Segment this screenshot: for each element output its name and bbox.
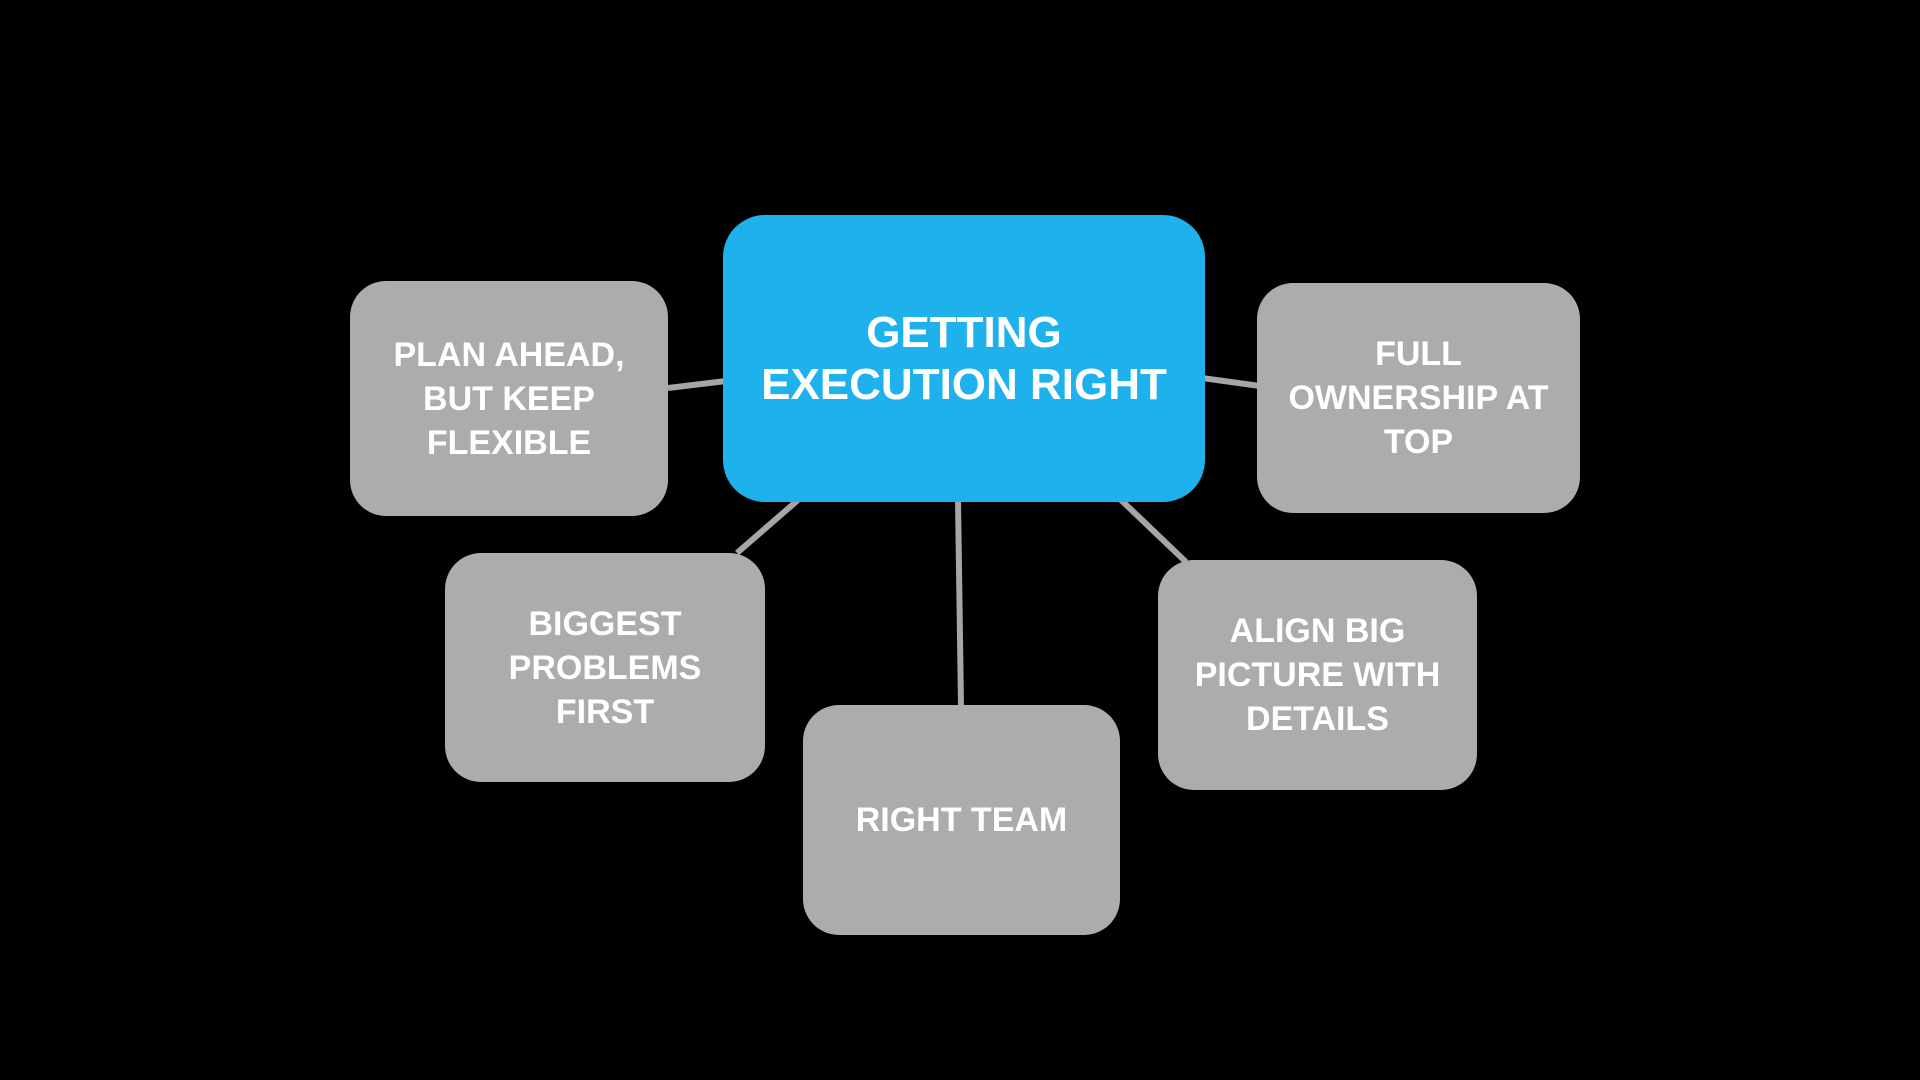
node-getting-execution-right[interactable]: GETTING EXECUTION RIGHT (723, 215, 1205, 502)
connector-center-align (1117, 496, 1189, 565)
node-label: PLAN AHEAD, BUT KEEP FLEXIBLE (393, 335, 625, 462)
node-label: RIGHT TEAM (855, 801, 1068, 839)
node-label: GETTING EXECUTION RIGHT (761, 307, 1167, 409)
node-biggest-problems-first[interactable]: BIGGEST PROBLEMS FIRST (445, 553, 765, 782)
node-plan-ahead-but-keep-flexible[interactable]: PLAN AHEAD, BUT KEEP FLEXIBLE (350, 281, 668, 516)
node-align-big-picture-with-details[interactable]: ALIGN BIG PICTURE WITH DETAILS (1158, 560, 1477, 790)
node-label: BIGGEST PROBLEMS FIRST (508, 604, 702, 731)
connector-center-biggest (735, 497, 800, 556)
node-label: FULL OWNERSHIP AT TOP (1288, 335, 1549, 461)
connector-center-ownership (1201, 375, 1261, 389)
connector-center-plan (667, 378, 727, 391)
node-label: ALIGN BIG PICTURE WITH DETAILS (1194, 612, 1441, 738)
connector-center-team (955, 499, 964, 707)
node-full-ownership-at-top[interactable]: FULL OWNERSHIP AT TOP (1257, 283, 1580, 513)
node-right-team[interactable]: RIGHT TEAM (803, 705, 1120, 935)
